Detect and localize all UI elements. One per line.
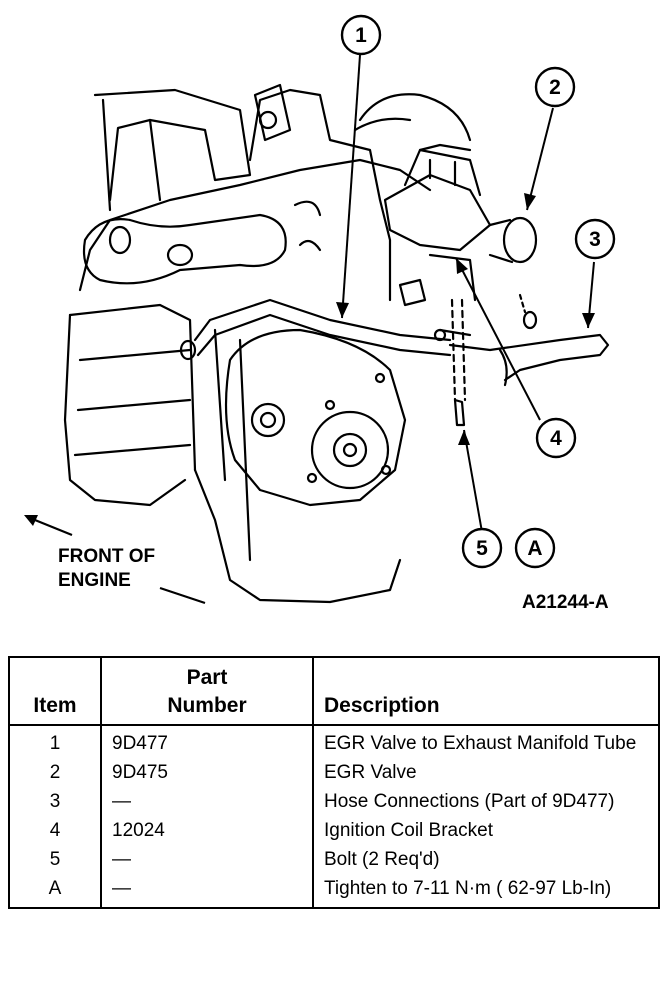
header-part-number-line1: Part xyxy=(186,666,228,689)
part-number-cell: — xyxy=(100,790,314,819)
engine-label: ENGINE xyxy=(58,570,131,591)
callout-4-label: 4 xyxy=(550,427,562,450)
table-row: A — Tighten to 7-11 N·m ( 62-97 Lb-In) xyxy=(8,877,660,909)
part-number-cell: 12024 xyxy=(100,819,314,848)
figure-id: A21244-A xyxy=(522,592,609,613)
item-cell: 4 xyxy=(8,819,102,848)
header-item: Item xyxy=(8,656,102,726)
table-row: 5 — Bolt (2 Req'd) xyxy=(8,848,660,877)
header-description: Description xyxy=(312,656,660,726)
description-cell: Ignition Coil Bracket xyxy=(312,819,660,848)
leader-lines xyxy=(341,54,595,533)
table-row: 2 9D475 EGR Valve xyxy=(8,761,660,790)
front-arrow-lower xyxy=(159,586,206,605)
callout-4: 4 xyxy=(535,417,577,459)
item-cell: A xyxy=(8,877,102,909)
header-part-number: Part Number xyxy=(100,656,314,726)
item-cell: 2 xyxy=(8,761,102,790)
description-cell: Bolt (2 Req'd) xyxy=(312,848,660,877)
callout-a: A xyxy=(514,527,556,569)
leader-arrowheads xyxy=(336,193,595,445)
front-of-label: FRONT OF xyxy=(58,546,155,567)
description-cell: Hose Connections (Part of 9D477) xyxy=(312,790,660,819)
item-cell: 3 xyxy=(8,790,102,819)
item-cell: 5 xyxy=(8,848,102,877)
callout-2-label: 2 xyxy=(549,76,561,99)
table-row: 3 — Hose Connections (Part of 9D477) xyxy=(8,790,660,819)
table-header-row: Item Part Number Description xyxy=(8,656,660,726)
description-cell: EGR Valve xyxy=(312,761,660,790)
front-of-engine-indicator: FRONT OF ENGINE xyxy=(24,515,206,605)
table-row: 1 9D477 EGR Valve to Exhaust Manifold Tu… xyxy=(8,725,660,761)
part-number-cell: — xyxy=(100,877,314,909)
front-arrow-upper xyxy=(29,516,73,537)
callout-5: 5 xyxy=(461,527,503,569)
part-number-cell: 9D477 xyxy=(100,725,314,761)
callout-1: 1 xyxy=(340,14,382,56)
callout-3-label: 3 xyxy=(589,228,601,251)
callout-a-label: A xyxy=(527,537,542,560)
callout-1-label: 1 xyxy=(355,24,367,47)
parts-table: Item Part Number Description 1 9D477 EGR… xyxy=(8,656,660,909)
callout-3: 3 xyxy=(574,218,616,260)
description-cell: Tighten to 7-11 N·m ( 62-97 Lb-In) xyxy=(312,877,660,909)
engine-diagram: 1 2 3 4 5 A FRONT OF ENGINE xyxy=(24,14,616,605)
description-cell: EGR Valve to Exhaust Manifold Tube xyxy=(312,725,660,761)
table-row: 4 12024 Ignition Coil Bracket xyxy=(8,819,660,848)
header-part-number-line2: Number xyxy=(167,694,247,717)
engine-illustration xyxy=(63,83,610,604)
part-number-cell: — xyxy=(100,848,314,877)
callout-2: 2 xyxy=(534,66,576,108)
item-cell: 1 xyxy=(8,725,102,761)
front-arrowhead-upper xyxy=(24,515,38,526)
part-number-cell: 9D475 xyxy=(100,761,314,790)
callout-5-label: 5 xyxy=(476,537,488,560)
